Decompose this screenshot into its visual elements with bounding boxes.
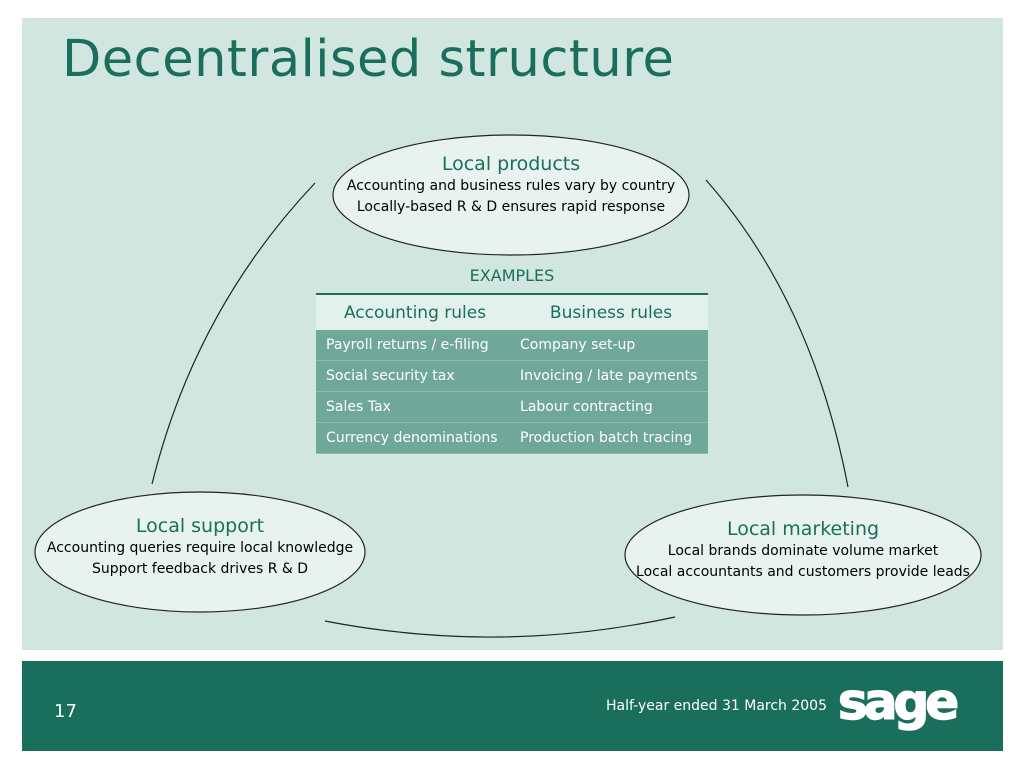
table-row: Payroll returns / e-filing Company set-u… bbox=[316, 330, 708, 361]
node-products-heading: Local products bbox=[441, 153, 581, 175]
node-products-line-1: Accounting and business rules vary by co… bbox=[346, 178, 676, 194]
connector-support-marketing bbox=[324, 616, 676, 638]
node-marketing-line-1: Local brands dominate volume market bbox=[667, 543, 939, 559]
examples-table: Accounting rules Business rules Payroll … bbox=[316, 293, 708, 454]
node-support-ellipse bbox=[34, 491, 366, 613]
table-cell: Company set-up bbox=[514, 330, 708, 361]
table-cell: Currency denominations bbox=[316, 422, 515, 454]
sage-logo: sage bbox=[837, 677, 962, 732]
examples-header-row: Accounting rules Business rules bbox=[316, 293, 708, 330]
node-support: Local support Accounting queries require… bbox=[35, 514, 365, 580]
table-cell: Invoicing / late payments bbox=[514, 360, 708, 392]
slide-title: Decentralised structure bbox=[62, 30, 675, 89]
table-cell: Production batch tracing bbox=[514, 422, 708, 454]
node-support-heading: Local support bbox=[135, 515, 265, 537]
footer-bar: 17 Half-year ended 31 March 2005 sage bbox=[22, 661, 1003, 751]
node-marketing-ellipse bbox=[624, 494, 982, 616]
table-cell: Labour contracting bbox=[514, 391, 708, 423]
sage-logo-text: sage bbox=[838, 677, 957, 731]
examples-header-business: Business rules bbox=[514, 293, 708, 330]
slide-number: 17 bbox=[54, 701, 77, 722]
table-cell: Payroll returns / e-filing bbox=[316, 330, 515, 361]
node-products-ellipse bbox=[332, 134, 690, 256]
connector-products-marketing bbox=[705, 179, 849, 488]
table-row: Currency denominations Production batch … bbox=[316, 422, 708, 454]
node-marketing: Local marketing Local brands dominate vo… bbox=[625, 517, 981, 583]
node-support-line-1: Accounting queries require local knowled… bbox=[46, 540, 354, 556]
table-cell: Social security tax bbox=[316, 360, 515, 392]
footer-caption: Half-year ended 31 March 2005 bbox=[606, 698, 827, 714]
node-products-line-2: Locally-based R & D ensures rapid respon… bbox=[356, 199, 666, 215]
node-marketing-heading: Local marketing bbox=[726, 518, 880, 540]
connector-products-support bbox=[151, 182, 316, 485]
examples-label: EXAMPLES bbox=[469, 266, 555, 285]
table-row: Social security tax Invoicing / late pay… bbox=[316, 360, 708, 392]
node-support-line-2: Support feedback drives R & D bbox=[91, 561, 309, 577]
table-cell: Sales Tax bbox=[316, 391, 515, 423]
examples-header-accounting: Accounting rules bbox=[316, 293, 515, 330]
table-row: Sales Tax Labour contracting bbox=[316, 391, 708, 423]
node-marketing-line-2: Local accountants and customers provide … bbox=[636, 564, 970, 580]
node-products: Local products Accounting and business r… bbox=[333, 152, 689, 218]
